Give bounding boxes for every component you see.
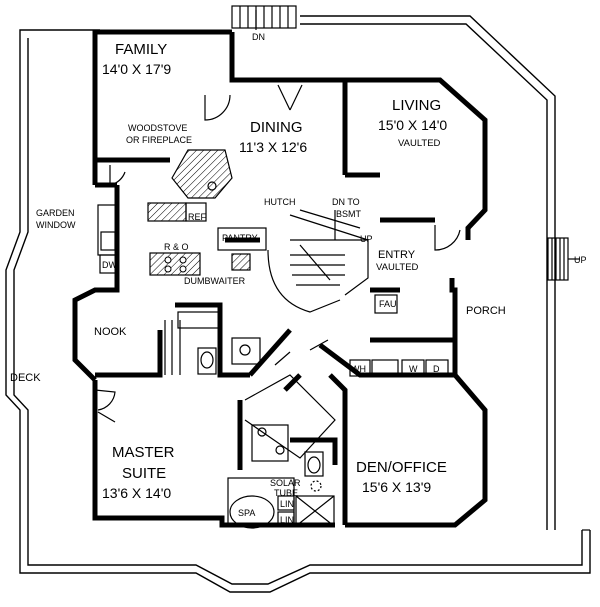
- fau-label: FAU: [379, 299, 397, 309]
- den-name: DEN/OFFICE: [356, 459, 447, 476]
- dn-top-label: DN: [252, 32, 265, 42]
- up-right-label: UP: [574, 255, 587, 265]
- garden-window-label-2: WINDOW: [36, 220, 76, 230]
- deck-name: DECK: [10, 372, 41, 384]
- spa-label: SPA: [238, 508, 255, 518]
- washer-label: W: [409, 364, 418, 374]
- entry-note: VAULTED: [376, 262, 419, 273]
- exterior-walls: [72, 29, 488, 528]
- living-name: LIVING: [392, 97, 441, 114]
- pantry-label: PANTRY: [222, 233, 258, 243]
- hall-bath: [197, 337, 261, 375]
- nook-name: NOOK: [94, 326, 127, 338]
- garden-window-label-1: GARDEN: [36, 208, 75, 218]
- master-name-2: SUITE: [122, 465, 166, 482]
- dn-bsmt-label-2: BSMT: [336, 209, 362, 219]
- dining-name: DINING: [250, 119, 303, 136]
- woodstove-label-2: OR FIREPLACE: [126, 135, 192, 145]
- ref-label: REF: [188, 212, 207, 222]
- closet-shelves: [164, 311, 221, 375]
- den-dims: 15'6 X 13'9: [362, 479, 431, 495]
- entry-name: ENTRY: [378, 249, 416, 261]
- wh-label: WH: [351, 364, 366, 374]
- dn-bsmt-label-1: DN TO: [332, 197, 360, 207]
- solar-tube-label-1: SOLAR: [270, 478, 301, 488]
- hutch-label: HUTCH: [264, 197, 296, 207]
- pantry-block: [217, 227, 267, 271]
- garden-window: [97, 204, 119, 274]
- family-dims: 14'0 X 17'9: [102, 61, 171, 77]
- porch-name: PORCH: [466, 305, 506, 317]
- top-stair: [231, 5, 297, 30]
- dumbwaiter-label: DUMBWAITER: [184, 276, 246, 286]
- ro-label: R & O: [164, 242, 189, 252]
- living-note: VAULTED: [398, 138, 441, 149]
- family-name: FAMILY: [115, 41, 167, 58]
- range-island: [149, 252, 201, 276]
- interior-walls: [95, 80, 455, 525]
- living-dims: 15'0 X 14'0: [378, 117, 447, 133]
- woodstove-label-1: WOODSTOVE: [128, 123, 187, 133]
- linen-label-1: LIN: [280, 499, 294, 509]
- right-stair: [547, 237, 580, 281]
- dining-dims: 11'3 X 12'6: [239, 139, 307, 155]
- master-name-1: MASTER: [112, 444, 175, 461]
- woodstove-hearth: [147, 149, 233, 222]
- master-bath: [227, 374, 336, 529]
- stair: [267, 209, 369, 313]
- linen-label-2: LIN: [280, 515, 294, 525]
- deck-outline: [5, 15, 591, 593]
- master-dims: 13'6 X 14'0: [102, 485, 171, 501]
- solar-tube-label-2: TUBE: [274, 488, 298, 498]
- laundry: [349, 294, 449, 377]
- door-swings: [94, 84, 461, 423]
- dw-label: DW: [102, 260, 117, 270]
- up-label: UP: [360, 234, 373, 244]
- dryer-label: D: [433, 364, 440, 374]
